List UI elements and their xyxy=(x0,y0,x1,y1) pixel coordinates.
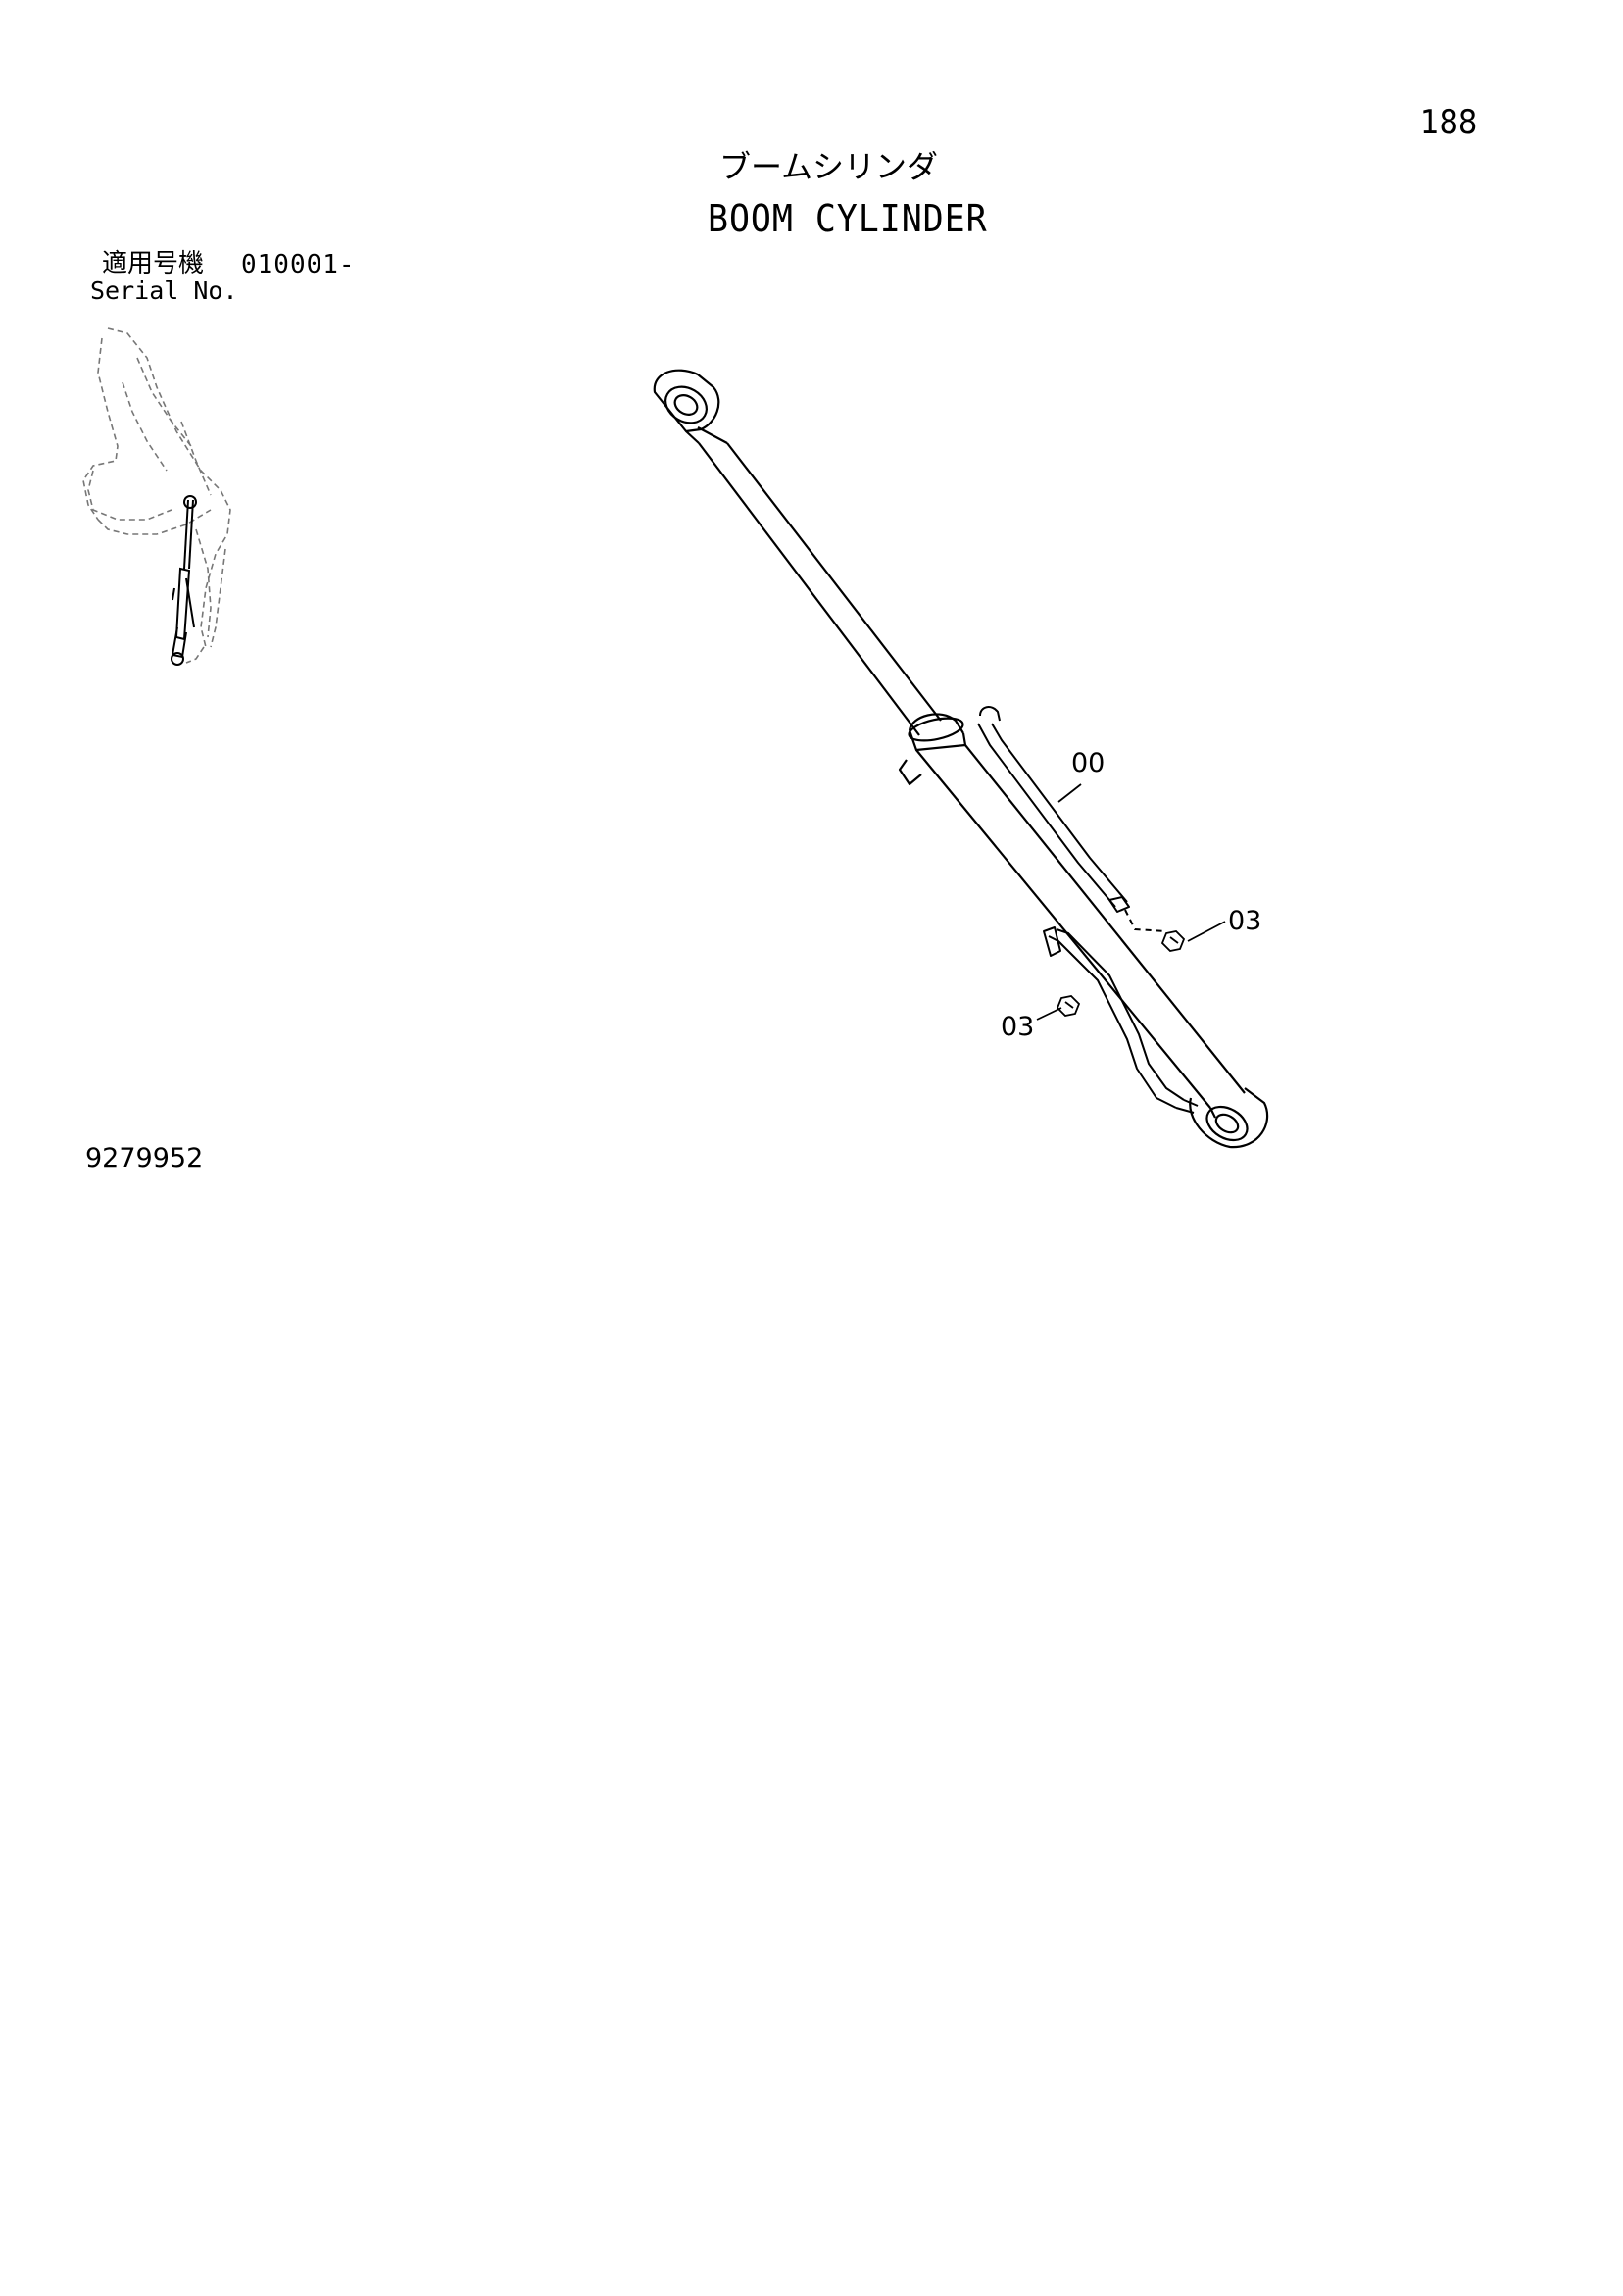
page-number: 188 xyxy=(1420,103,1478,142)
cylinder-rod xyxy=(653,369,942,736)
cylinder-tubes xyxy=(977,706,1199,1114)
callout-part-03-lower: 03 xyxy=(1001,1012,1035,1042)
inset-boom-outline xyxy=(82,327,231,664)
title-japanese: ブームシリンダ xyxy=(719,148,939,185)
leader-03-lower xyxy=(1036,1007,1062,1021)
leader-03-upper xyxy=(1187,921,1226,942)
leader-00 xyxy=(1057,783,1082,803)
bolt-lower xyxy=(1056,995,1081,1017)
drawing-number: 9279952 xyxy=(85,1143,204,1173)
serial-label-english: Serial No. xyxy=(90,276,238,305)
callout-part-00: 00 xyxy=(1071,748,1106,778)
cylinder-barrel xyxy=(898,713,1269,1149)
serial-label-japanese: 適用号機 xyxy=(102,249,205,278)
inset-cylinder-highlight xyxy=(171,495,197,666)
leader-lines xyxy=(1036,783,1226,1021)
bolt-upper xyxy=(1160,930,1186,952)
title-english: BOOM CYLINDER xyxy=(708,197,988,240)
callout-part-03-upper: 03 xyxy=(1228,906,1262,936)
serial-range: 010001- xyxy=(241,250,356,279)
